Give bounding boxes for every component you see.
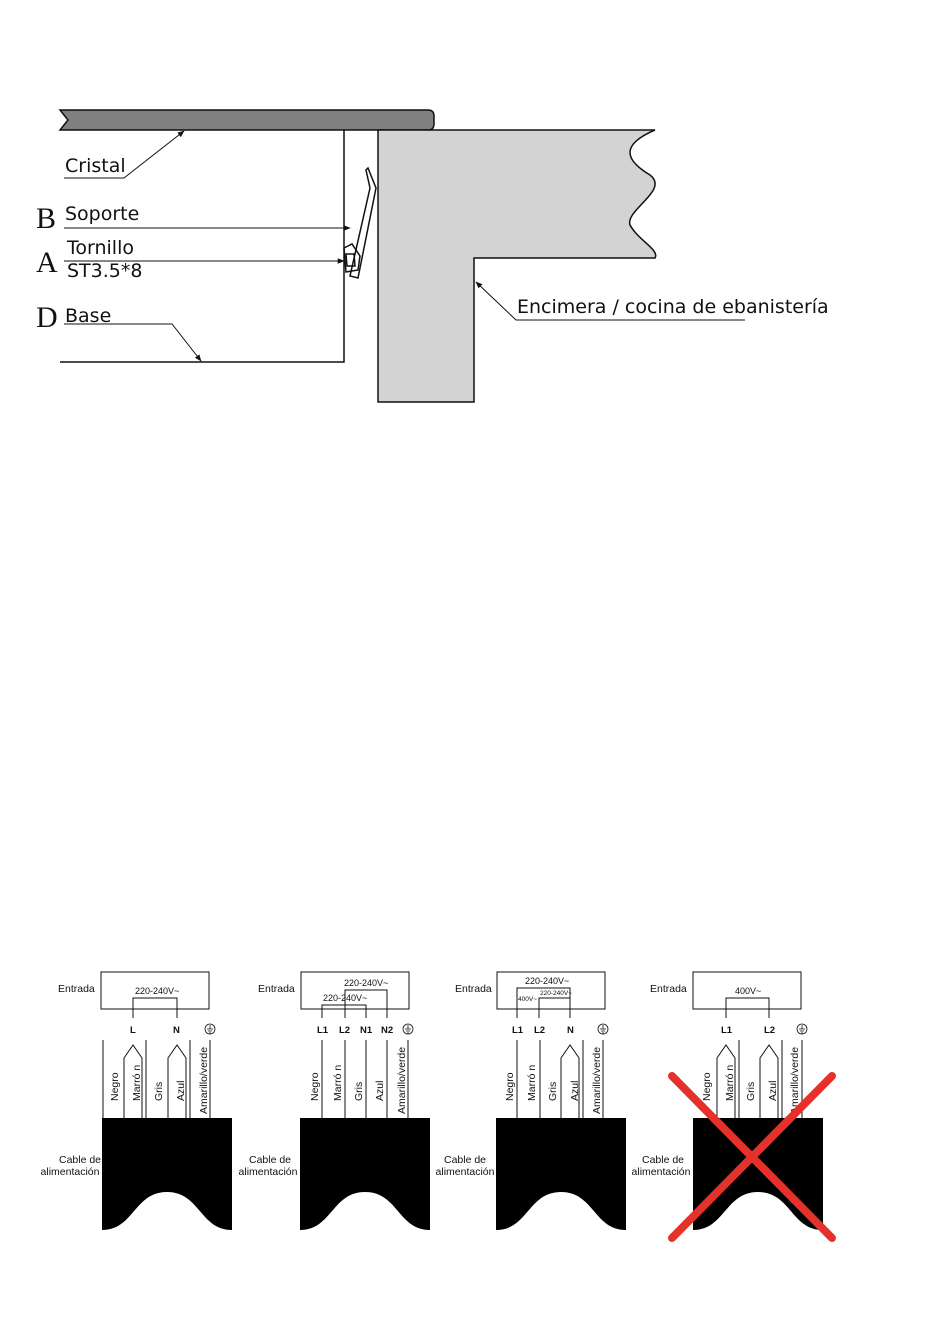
voltage-label: 220-240V~ (344, 978, 388, 988)
wire-label: Negro (109, 1072, 121, 1101)
base-leader (64, 323, 202, 362)
wire-label: Marró n (131, 1065, 143, 1101)
terminal-label: L1 (721, 1025, 733, 1036)
wire-label: Azul (374, 1081, 386, 1101)
cable-label: alimentación (41, 1166, 100, 1178)
countertop (377, 129, 657, 403)
wire-label: Amarillo/verde (396, 1047, 408, 1114)
wire-label: Azul (767, 1081, 779, 1101)
cable-label: Cable de (642, 1154, 684, 1166)
power-cable (102, 1118, 232, 1230)
power-cable (300, 1118, 430, 1230)
wire-label: Marró n (332, 1065, 344, 1101)
terminal-label: N (567, 1025, 574, 1036)
terminal-box (692, 971, 802, 1010)
voltage-label: 220-240V~ (135, 986, 179, 996)
earth-icon (402, 1023, 414, 1035)
wire-label: Negro (309, 1072, 321, 1101)
encimera-label: Encimera / cocina de ebanistería (517, 296, 829, 318)
wire-label: Gris (153, 1082, 165, 1101)
wiring-diagram-3: Entrada 220-240V~ 400V~ 220-240V~ L1 L2 … (436, 971, 626, 1230)
terminal-label: L1 (317, 1025, 329, 1036)
terminal-label: L2 (764, 1025, 775, 1036)
cable-label: Cable de (249, 1154, 291, 1166)
cable-label: Cable de (444, 1154, 486, 1166)
letter-d: D (36, 301, 58, 334)
cable-label: alimentación (632, 1166, 691, 1178)
letter-a: A (36, 246, 58, 279)
power-cable (693, 1118, 823, 1230)
earth-icon (796, 1023, 808, 1035)
voltage-label: 220-240V~ (525, 976, 569, 986)
terminal-label: L (130, 1025, 136, 1036)
entrada-label: Entrada (58, 983, 95, 995)
cristal-label: Cristal (65, 155, 126, 177)
tornillo-label: Tornillo (66, 237, 134, 259)
wire-label: Gris (547, 1082, 559, 1101)
letter-b: B (36, 202, 56, 235)
soporte-label: Soporte (65, 203, 139, 225)
support-bracket (343, 166, 377, 279)
terminal-box (496, 971, 606, 1010)
encimera-leader (475, 281, 745, 321)
power-cable (496, 1118, 626, 1230)
cable-label: Cable de (59, 1154, 101, 1166)
earth-icon (204, 1023, 216, 1035)
wire-label: Negro (701, 1072, 713, 1101)
wire-label: Negro (504, 1072, 516, 1101)
wire-label: Gris (353, 1082, 365, 1101)
voltage-label: 400V~ (735, 986, 761, 996)
wire-label: Amarillo/verde (198, 1047, 210, 1114)
terminal-box (100, 971, 210, 1010)
voltage-label: 400V~ (518, 996, 537, 1003)
terminal-label: N (173, 1025, 180, 1036)
wire-label: Azul (569, 1081, 581, 1101)
cristal-leader (64, 130, 185, 179)
wiring-diagram-2: Entrada 220-240V~ 220-240V~ L1 L2 N1 N2 … (239, 971, 430, 1230)
wire-label: Azul (175, 1081, 187, 1101)
terminal-label: N1 (360, 1025, 373, 1036)
base-label: Base (65, 305, 111, 327)
terminal-label: L2 (339, 1025, 350, 1036)
cable-label: alimentación (436, 1166, 495, 1178)
earth-icon (597, 1023, 609, 1035)
entrada-label: Entrada (258, 983, 295, 995)
wire-label: Marró n (526, 1065, 538, 1101)
base-outline (60, 130, 345, 363)
terminal-label: N2 (381, 1025, 393, 1036)
wiring-diagram-4: Entrada 400V~ L1 L2 Negro Marró n Gris A… (632, 971, 836, 1242)
screw-spec-label: ST3.5*8 (67, 260, 142, 282)
wiring-diagram-1: Entrada 220-240V~ L N Negro Marró n Gris… (41, 971, 232, 1230)
wire-label: Gris (745, 1082, 757, 1101)
entrada-label: Entrada (455, 983, 492, 995)
voltage-label: 220-240V~ (540, 990, 572, 997)
glass-panel (58, 109, 435, 131)
wire-label: Amarillo/verde (789, 1047, 801, 1114)
terminal-label: L1 (512, 1025, 524, 1036)
wire-label: Amarillo/verde (591, 1047, 603, 1114)
cross-mark-icon (668, 1072, 836, 1242)
installation-diagram: Cristal B Soporte A Tornillo ST3.5*8 D B… (36, 109, 829, 403)
terminal-label: L2 (534, 1025, 545, 1036)
entrada-label: Entrada (650, 983, 687, 995)
cable-label: alimentación (239, 1166, 298, 1178)
wire-label: Marró n (724, 1065, 736, 1101)
